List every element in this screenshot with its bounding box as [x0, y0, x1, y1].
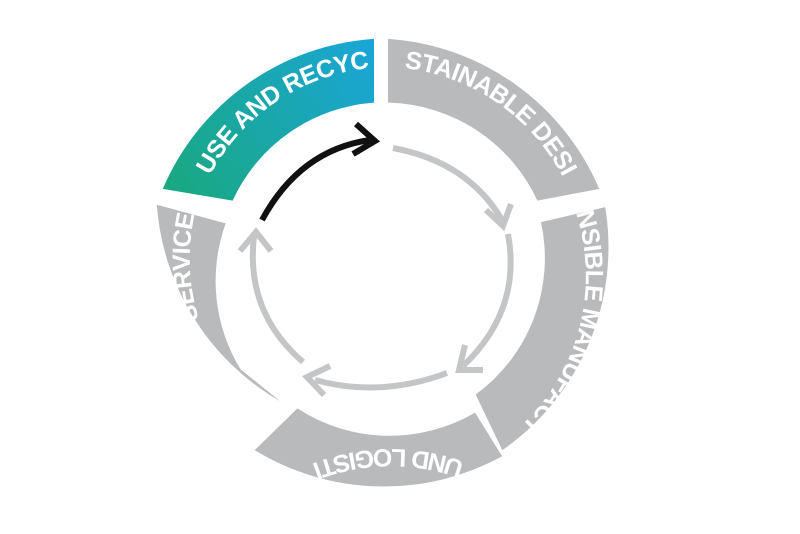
arrow-4-shaft: [249, 235, 305, 365]
arrow-inactive-4: [237, 227, 305, 365]
cycle-arrows: [237, 121, 514, 398]
arrow-inactive-2: [455, 233, 514, 373]
label-smart-services: SMART SERVICES: [0, 0, 239, 400]
segment-reuse-and-recycle[interactable]: [162, 38, 374, 201]
arrow-4-head: [237, 227, 274, 253]
arrow-1-head: [483, 202, 514, 232]
arrow-active-shaft: [259, 137, 371, 222]
arrow-2-shaft: [460, 233, 514, 369]
arrow-inactive-1: [392, 145, 514, 232]
arrow-3-head: [301, 363, 332, 398]
segment-responsible-manufacturing[interactable]: [475, 207, 609, 451]
arrow-inactive-3: [301, 363, 449, 398]
arrow-1-shaft: [392, 145, 505, 222]
segment-sustainable-design[interactable]: [388, 38, 600, 201]
arrow-3-shaft: [314, 370, 449, 391]
arrow-2-head: [455, 344, 483, 373]
ring-segments: [156, 38, 609, 487]
arrow-active: [259, 121, 381, 222]
arrow-active-head: [351, 121, 381, 157]
segment-smart-services[interactable]: [156, 204, 281, 402]
segment-sound-logistics[interactable]: [254, 408, 503, 487]
